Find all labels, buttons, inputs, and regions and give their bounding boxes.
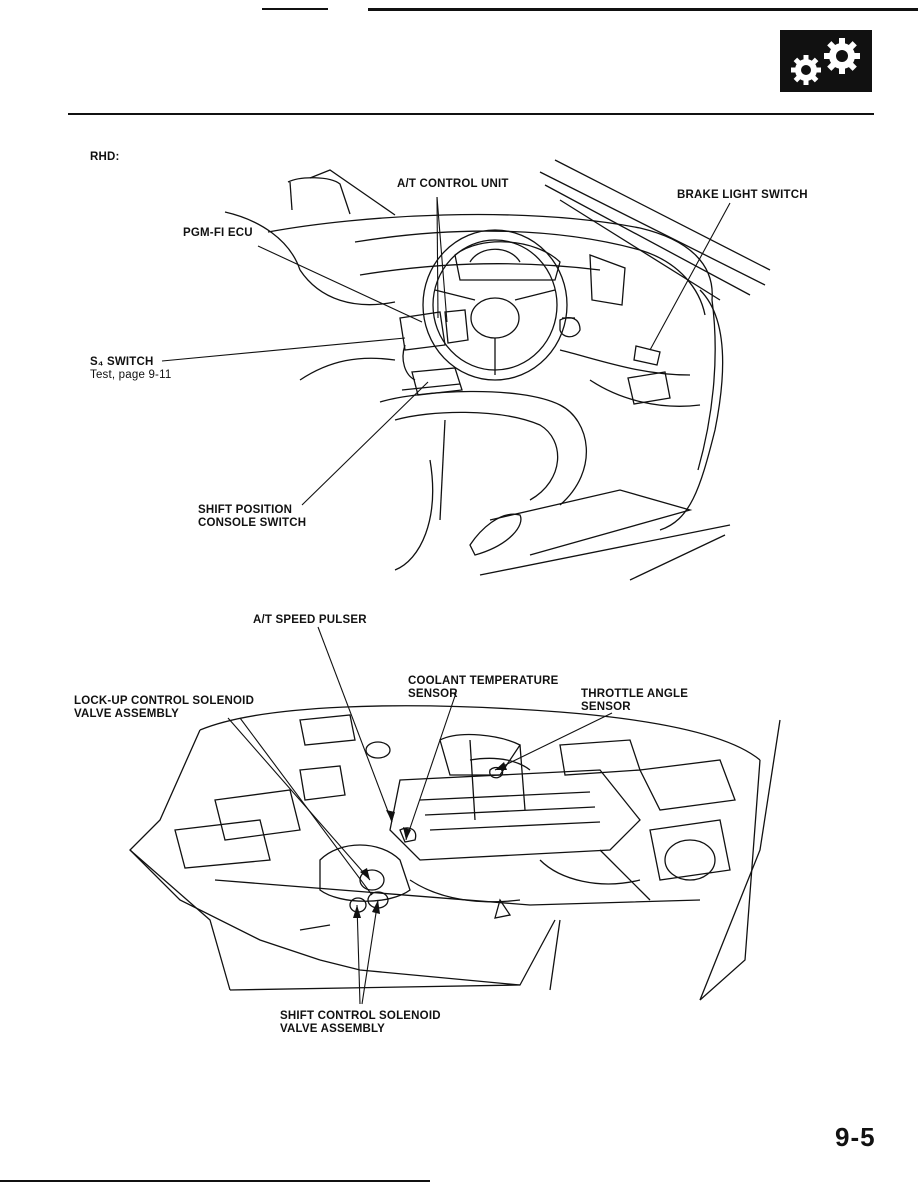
header-rule [68, 113, 874, 115]
page-number: 9-5 [835, 1122, 876, 1152]
label-coolant-temp-2: SENSOR [408, 688, 458, 700]
label-shift-control-2: VALVE ASSEMBLY [280, 1023, 386, 1035]
label-throttle-angle-1: THROTTLE ANGLE [581, 688, 689, 700]
label-shift-position-1: SHIFT POSITION [198, 504, 293, 516]
label-shift-control-1: SHIFT CONTROL SOLENOID [280, 1010, 441, 1022]
label-at-speed-pulser: A/T SPEED PULSER [253, 614, 367, 626]
gears-icon [780, 30, 872, 92]
label-at-control-unit: A/T CONTROL UNIT [397, 178, 509, 190]
label-brake-light-switch: BRAKE LIGHT SWITCH [677, 189, 808, 201]
label-coolant-temp-1: COOLANT TEMPERATURE [408, 675, 559, 687]
label-shift-position-2: CONSOLE SWITCH [198, 517, 307, 529]
label-s4-switch-note: Test, page 9-11 [90, 369, 172, 381]
label-lockup-1: LOCK-UP CONTROL SOLENOID [74, 695, 255, 707]
label-s4-switch: S₄ SWITCH [90, 356, 154, 368]
label-lockup-2: VALVE ASSEMBLY [74, 708, 180, 720]
top-rule-short [262, 8, 328, 10]
label-pgm-fi-ecu: PGM-FI ECU [183, 227, 253, 239]
interior-illustration [161, 159, 771, 581]
bottom-rule [0, 1180, 430, 1182]
section-label: RHD: [90, 151, 120, 163]
top-rule-long [368, 8, 918, 11]
label-throttle-angle-2: SENSOR [581, 701, 631, 713]
